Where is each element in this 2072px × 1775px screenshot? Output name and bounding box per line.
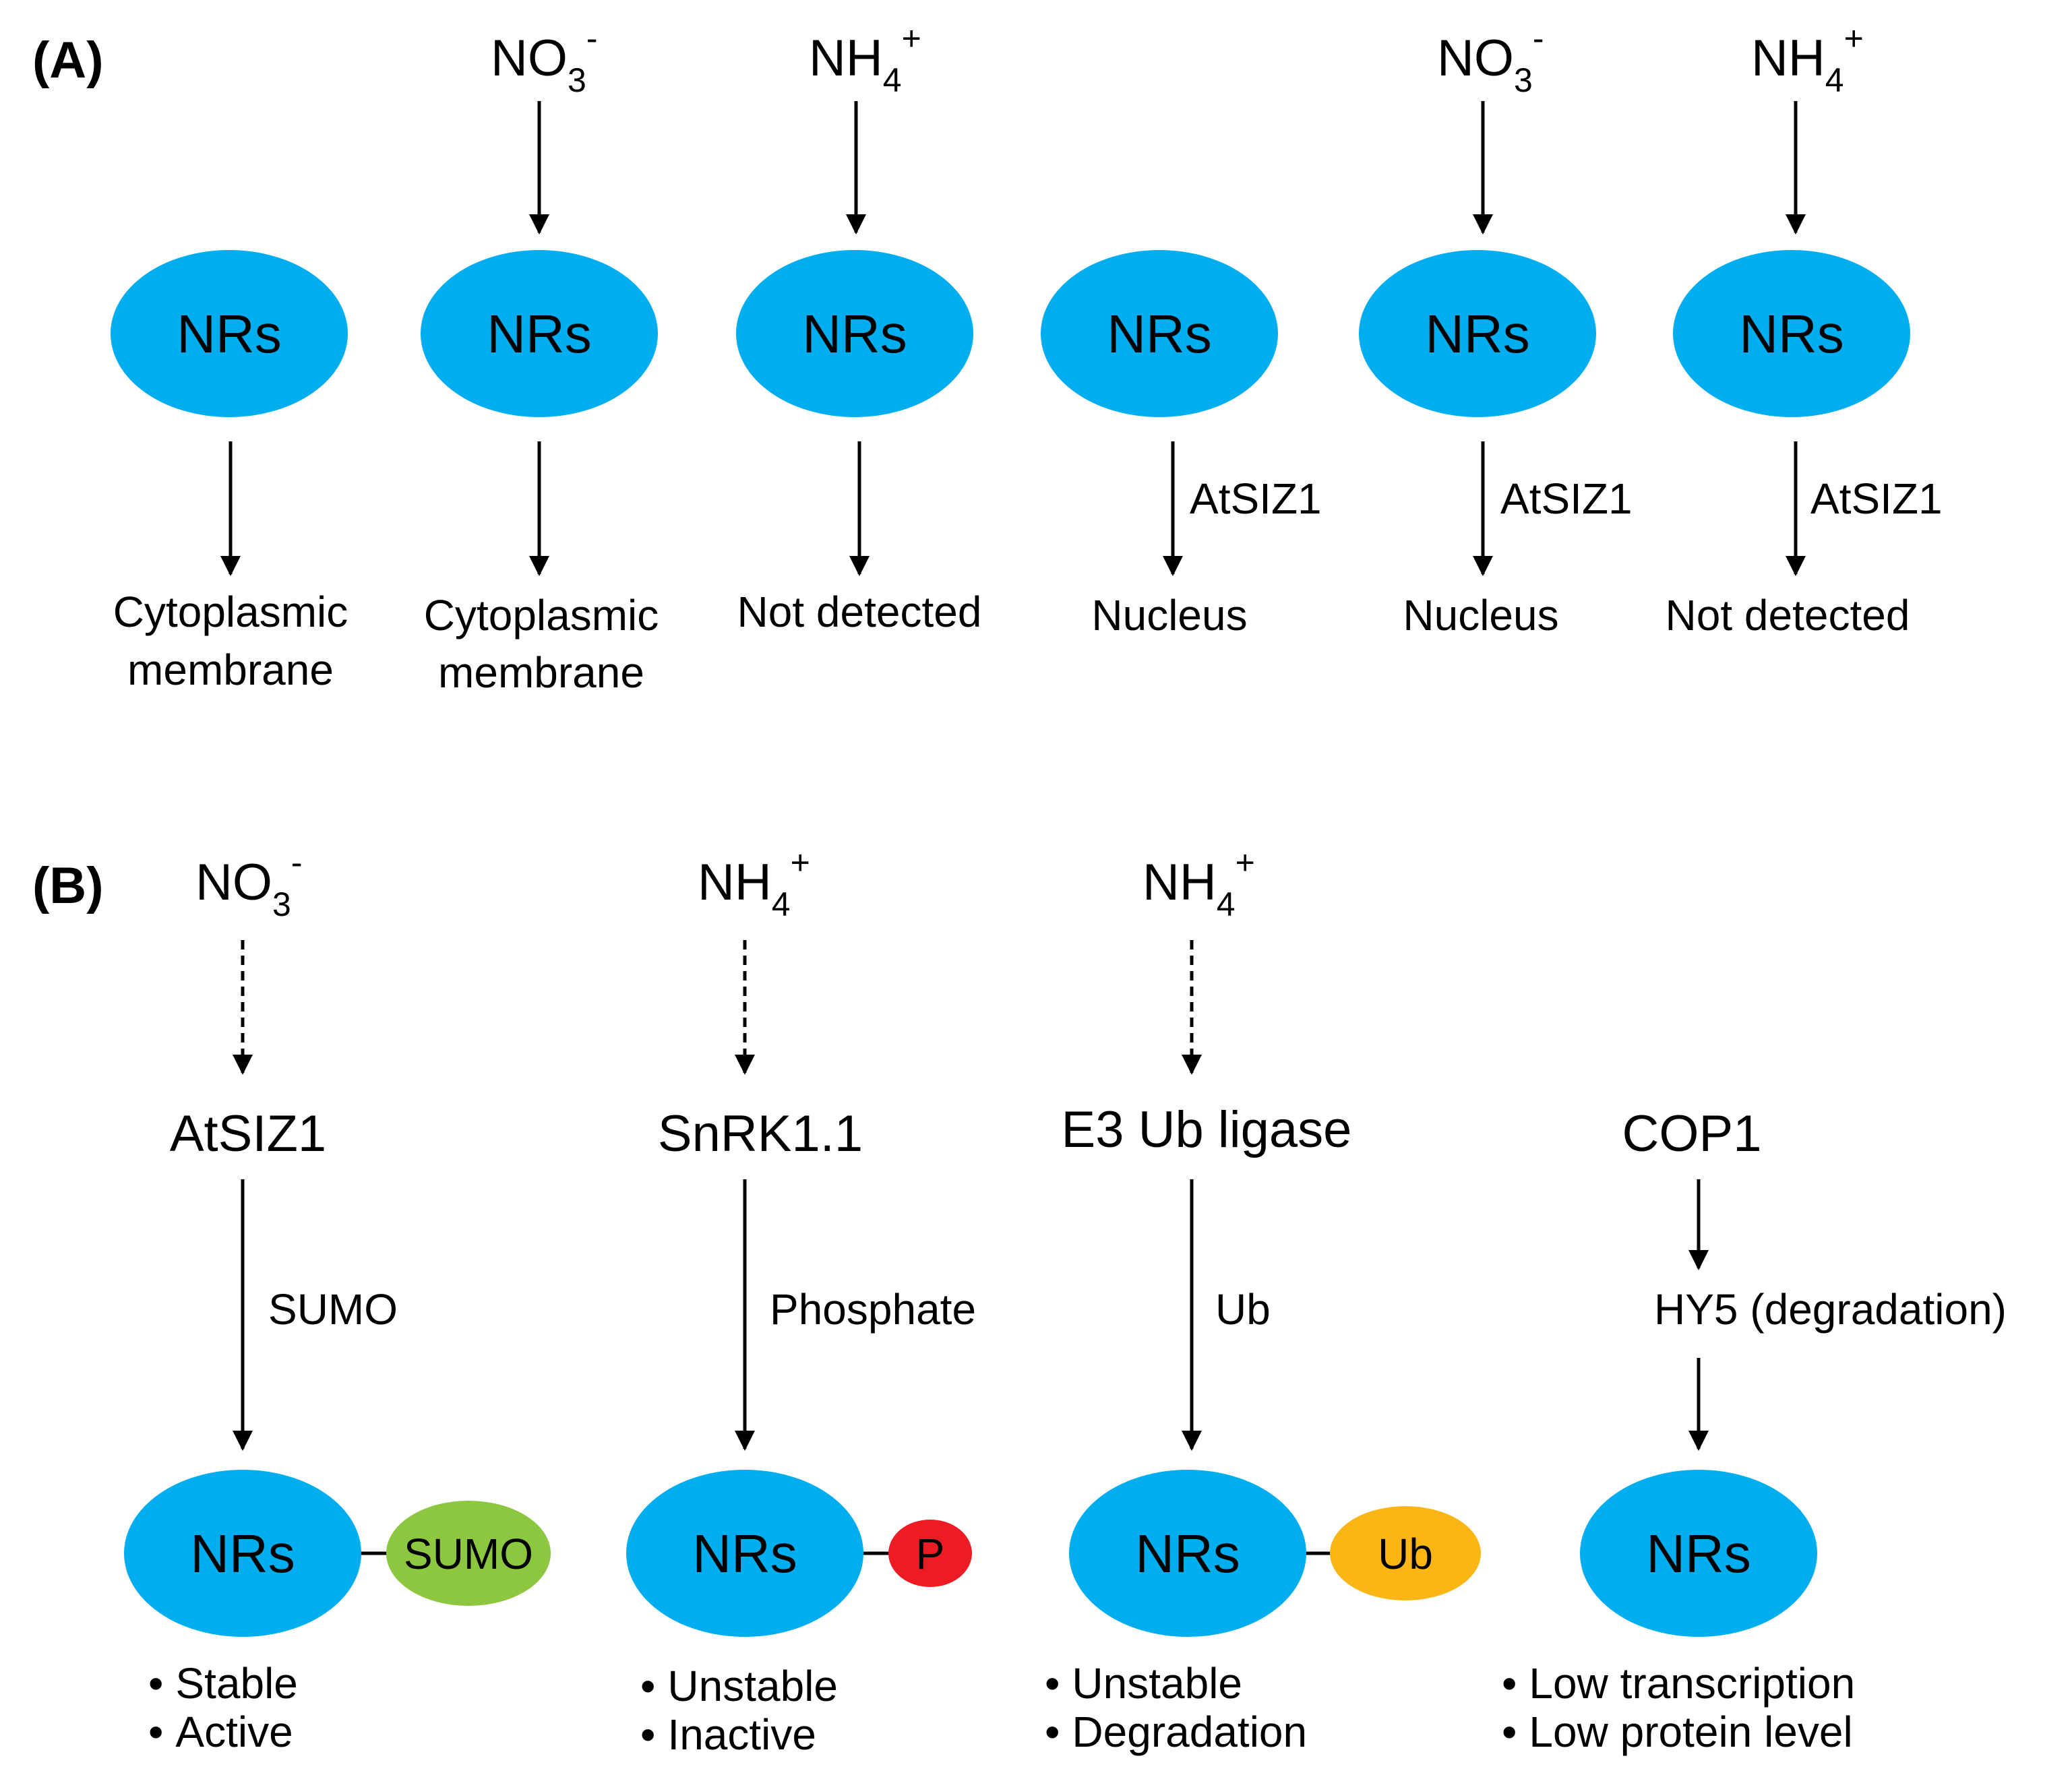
svg-text:NRs: NRs (1135, 1524, 1240, 1584)
svg-text:•Degradation: •Degradation (1045, 1708, 1307, 1756)
panel-b-nrs-ub: NRs Ub (1069, 1470, 1481, 1637)
svg-text:NO3-: NO3- (1437, 20, 1544, 99)
panel-a-atsiz1-label-1: AtSIZ1 (1190, 474, 1322, 523)
svg-text:Cytoplasmic: Cytoplasmic (424, 591, 659, 640)
svg-text:NRs: NRs (1646, 1524, 1751, 1584)
svg-text:NRs: NRs (1425, 304, 1530, 364)
svg-text:NRs: NRs (1107, 304, 1212, 364)
effects-ub: •Unstable •Degradation (1045, 1659, 1307, 1756)
panel-b-nrs-cop1: NRs (1580, 1470, 1817, 1637)
phosphate-tag (888, 1520, 972, 1587)
svg-text:NH4+: NH4+ (1142, 844, 1255, 923)
effects-sumo: •Stable •Active (148, 1659, 298, 1756)
modification-sumo-label: SUMO (268, 1285, 398, 1334)
svg-text:•Stable: •Stable (148, 1659, 298, 1708)
panel-a-ion-1: NO3- (491, 20, 597, 99)
svg-text:•Low protein level: •Low protein level (1502, 1708, 1853, 1756)
modification-ub-label: Ub (1215, 1285, 1271, 1334)
svg-text:NRs: NRs (1739, 304, 1844, 364)
panel-a-nrs-4: NRs (1041, 250, 1278, 417)
effects-phosphate: •Unstable •Inactive (640, 1662, 838, 1759)
hy5-degradation-label: HY5 (degradation) (1654, 1285, 2007, 1334)
svg-text:•Active: •Active (148, 1708, 293, 1756)
svg-text:NRs: NRs (802, 304, 907, 364)
panel-b-ion-3: NH4+ (1142, 844, 1255, 923)
svg-text:membrane: membrane (438, 648, 644, 697)
panel-a-nrs-3: NRs (736, 250, 973, 417)
panel-a-nrs-6: NRs (1673, 250, 1910, 417)
effects-cop1: •Low transcription •Low protein level (1502, 1659, 1855, 1756)
svg-text:•Unstable: •Unstable (1045, 1659, 1242, 1708)
svg-text:Nucleus: Nucleus (1403, 591, 1558, 640)
svg-text:NO3-: NO3- (195, 844, 302, 923)
svg-text:NH4+: NH4+ (698, 844, 810, 923)
panel-a-outcome-5: Nucleus (1403, 591, 1558, 640)
svg-text:NRs: NRs (177, 304, 282, 364)
panel-b-ion-1: NO3- (195, 844, 302, 923)
panel-b-ion-2: NH4+ (698, 844, 810, 923)
svg-text:Ub: Ub (1378, 1530, 1433, 1578)
svg-text:SUMO: SUMO (404, 1530, 533, 1578)
svg-text:Not detected: Not detected (1666, 591, 1910, 640)
sumo-tag (386, 1501, 551, 1606)
svg-text:membrane: membrane (127, 646, 334, 694)
enzyme-cop1: COP1 (1622, 1105, 1762, 1162)
svg-text:Cytoplasmic: Cytoplasmic (113, 588, 348, 636)
modification-phosphate-label: Phosphate (770, 1285, 976, 1334)
enzyme-e3-ub-ligase: E3 Ub ligase (1062, 1101, 1352, 1158)
ub-tag (1330, 1506, 1481, 1600)
svg-text:NH4+: NH4+ (1751, 20, 1864, 99)
panel-a-ion-4: NH4+ (1751, 20, 1864, 99)
panel-a-nrs-1: NRs (111, 250, 348, 417)
panel-a-ion-2: NH4+ (809, 20, 921, 99)
svg-text:P: P (916, 1530, 945, 1578)
svg-text:NRs: NRs (692, 1524, 797, 1584)
panel-a-label: (A) (32, 32, 104, 89)
panel-a-outcome-2: Cytoplasmic membrane (424, 591, 659, 697)
svg-text:Not detected: Not detected (737, 588, 982, 636)
svg-text:•Unstable: •Unstable (640, 1662, 838, 1710)
panel-b-nrs-sumo: NRs SUMO (124, 1470, 551, 1637)
enzyme-snrk1: SnRK1.1 (658, 1105, 863, 1162)
svg-text:•Low transcription: •Low transcription (1502, 1659, 1855, 1708)
panel-a-outcome-1: Cytoplasmic membrane (113, 588, 348, 694)
svg-text:Nucleus: Nucleus (1091, 591, 1247, 640)
panel-a-outcome-4: Nucleus (1091, 591, 1247, 640)
panel-a-nrs-5: NRs (1359, 250, 1596, 417)
enzyme-atsiz1: AtSIZ1 (170, 1105, 326, 1162)
panel-a-atsiz1-label-2: AtSIZ1 (1500, 474, 1633, 523)
svg-text:•Inactive: •Inactive (640, 1710, 816, 1759)
panel-a-outcome-6: Not detected (1666, 591, 1910, 640)
svg-text:NH4+: NH4+ (809, 20, 921, 99)
svg-text:NRs: NRs (190, 1524, 295, 1584)
panel-b-nrs-phosphate: NRs P (626, 1470, 972, 1637)
svg-text:NO3-: NO3- (491, 20, 597, 99)
panel-a-ion-3: NO3- (1437, 20, 1544, 99)
panel-b-label: (B) (32, 857, 104, 914)
panel-a-outcome-3: Not detected (737, 588, 982, 636)
svg-text:NRs: NRs (487, 304, 592, 364)
panel-a-atsiz1-label-3: AtSIZ1 (1810, 474, 1943, 523)
panel-a-nrs-2: NRs (421, 250, 658, 417)
